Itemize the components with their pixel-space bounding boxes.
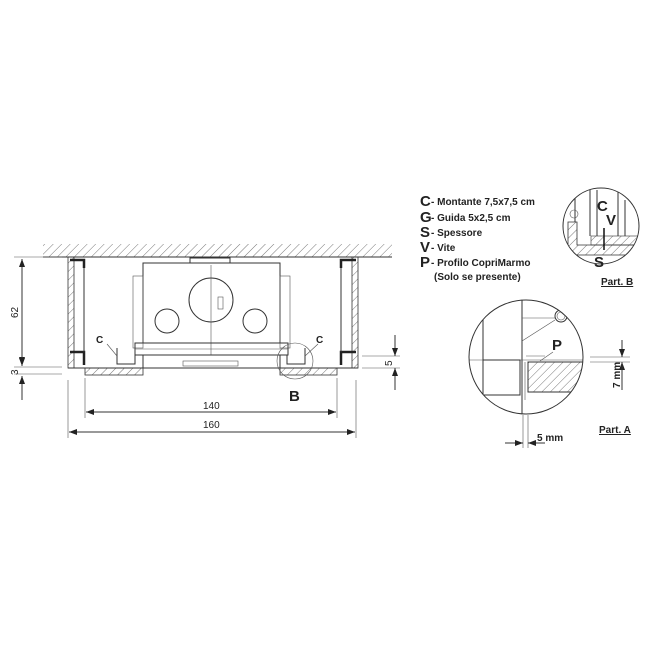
detail-b-marker xyxy=(276,342,314,380)
svg-text:S: S xyxy=(420,224,430,241)
svg-text:- Spessore: - Spessore xyxy=(431,228,483,239)
ceiling-hatch xyxy=(43,244,392,257)
detail-b-title: Part. B xyxy=(601,277,633,288)
main-section-view: C C B 62 3 5 140 160 xyxy=(10,244,400,438)
air-intake-left xyxy=(154,308,180,334)
svg-text:- Montante 7,5x7,5 cm: - Montante 7,5x7,5 cm xyxy=(431,197,535,208)
label-c-right: C xyxy=(316,335,323,346)
label-c: C xyxy=(597,198,608,215)
enclosure-frame xyxy=(67,256,359,376)
dim-gap-5mm: 5 mm xyxy=(537,433,563,444)
svg-text:C: C xyxy=(420,193,431,210)
legend-item-p: P - Profilo CopriMarmo xyxy=(420,254,530,271)
dim-height-62: 62 xyxy=(10,306,21,318)
label-v: V xyxy=(606,212,616,229)
detail-a: P 7 mm 5 mm Part. A xyxy=(468,299,631,448)
legend-item-s: S - Spessore xyxy=(420,224,483,241)
fireplace-unit xyxy=(132,257,291,367)
dim-thickness-7mm: 7 mm xyxy=(612,362,623,388)
label-c-left: C xyxy=(96,335,103,346)
svg-text:- Profilo CopriMarmo: - Profilo CopriMarmo xyxy=(431,258,530,269)
dim-inner-width-140: 140 xyxy=(203,401,220,412)
svg-text:G: G xyxy=(420,209,432,226)
label-p: P xyxy=(552,337,562,354)
svg-text:- Guida 5x2,5 cm: - Guida 5x2,5 cm xyxy=(431,213,511,224)
air-intake-right xyxy=(242,308,268,334)
dim-offset-5: 5 xyxy=(384,360,395,366)
legend-item-g: G - Guida 5x2,5 cm xyxy=(420,209,511,226)
legend-item-v: V - Vite xyxy=(420,239,456,256)
legend-item-c: C - Montante 7,5x7,5 cm xyxy=(420,193,535,210)
dim-bottom-3: 3 xyxy=(10,369,21,375)
legend-note: (Solo se presente) xyxy=(434,272,521,283)
svg-text:V: V xyxy=(420,239,430,256)
detail-a-title: Part. A xyxy=(599,425,631,436)
legend: C - Montante 7,5x7,5 cm G - Guida 5x2,5 … xyxy=(420,193,535,283)
detail-b: C V S Part. B xyxy=(562,187,640,288)
svg-text:- Vite: - Vite xyxy=(431,243,456,254)
dim-outer-width-160: 160 xyxy=(203,420,220,431)
dimension-lines: 62 3 5 140 160 xyxy=(10,256,400,438)
svg-text:P: P xyxy=(420,254,430,271)
label-s: S xyxy=(594,254,604,271)
label-detail-b: B xyxy=(289,388,300,405)
